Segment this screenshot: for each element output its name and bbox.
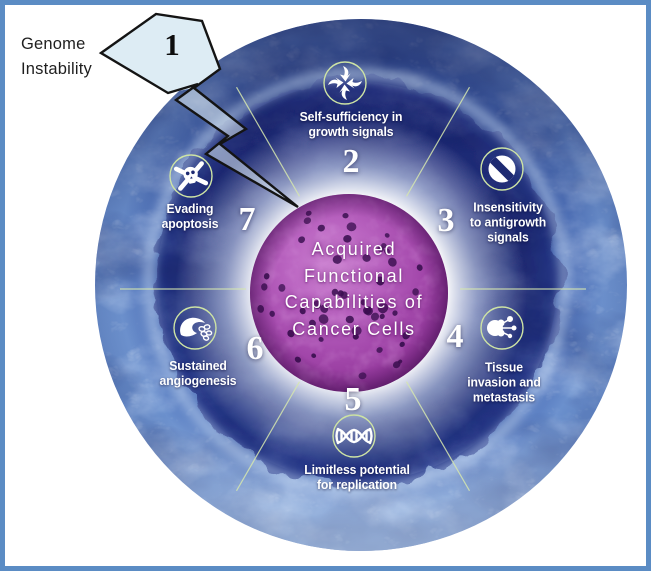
metastasis-icon [480, 306, 524, 350]
skull-crossbones-icon [169, 154, 213, 198]
crater-rim-highlight [143, 68, 571, 496]
lightning-bolt [98, 12, 299, 209]
blood-vessel-icon [173, 306, 217, 350]
nucleus [250, 194, 448, 392]
no-entry-icon [480, 147, 524, 191]
sector-divider-lines [120, 86, 586, 492]
dna-icon [332, 414, 376, 458]
cell-illustration [65, 5, 646, 566]
converging-arrows-icon [323, 61, 367, 105]
